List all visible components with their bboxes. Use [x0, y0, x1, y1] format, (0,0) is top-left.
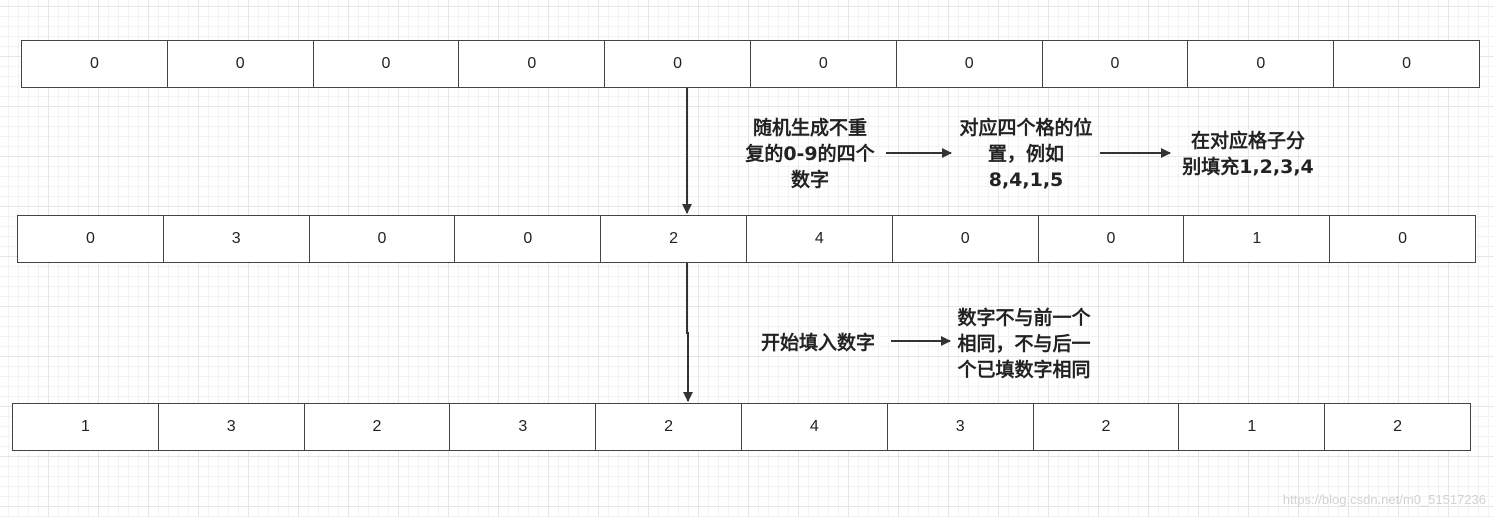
array-cell: 0	[89, 55, 99, 72]
array-cell: 0	[1041, 41, 1188, 87]
array-cell: 0	[1329, 216, 1475, 262]
array-cell: 1	[1183, 216, 1329, 262]
array-cell: 0	[749, 41, 896, 87]
array-cell: 0	[454, 216, 600, 262]
array-cell: 3	[162, 216, 309, 262]
label-line: 数字不与前一个	[957, 307, 1091, 329]
positions-array-row: 0 3 0 0 2 4 0 0 1 0	[17, 215, 1476, 263]
step-fill-cells-label: 在对应格子分 别填充1,2,3,4	[1170, 128, 1326, 180]
array-cell: 0	[85, 230, 95, 247]
array-cell: 2	[1032, 404, 1179, 450]
label-line: 随机生成不重	[752, 117, 867, 139]
initial-array-row: 0 0 0 0 0 0 0 0 0 0	[21, 40, 1480, 88]
array-cell: 0	[458, 41, 604, 87]
label-line: 开始填入数字	[760, 332, 875, 354]
label-line: 复的0-9的四个	[745, 143, 875, 165]
label-line: 相同，不与后一	[957, 333, 1091, 355]
array-cell: 0	[166, 41, 313, 87]
array-cell: 0	[1187, 41, 1333, 87]
step-generate-random-label: 随机生成不重 复的0-9的四个 数字	[735, 115, 885, 193]
step-map-positions-label: 对应四个格的位 置，例如 8,4,1,5	[945, 115, 1107, 193]
array-cell: 2	[600, 216, 746, 262]
array-cell: 0	[895, 41, 1042, 87]
watermark-text: https://blog.csdn.net/m0_51517236	[1282, 492, 1486, 507]
label-line: 置，例如	[987, 143, 1064, 165]
filled-array-row: 1 3 2 3 2 4 3 2 1 2	[12, 403, 1471, 451]
label-line: 8,4,1,5	[988, 169, 1064, 191]
array-cell: 2	[303, 404, 450, 450]
arrow-positions-to-filled	[683, 263, 693, 402]
label-line: 数字	[790, 169, 829, 191]
label-line: 别填充1,2,3,4	[1182, 156, 1314, 178]
array-cell: 2	[595, 404, 741, 450]
step-start-filling-label: 开始填入数字	[738, 330, 898, 356]
array-cell: 2	[1324, 404, 1470, 450]
array-cell: 0	[308, 216, 455, 262]
array-cell: 1	[80, 418, 90, 435]
array-cell: 3	[157, 404, 304, 450]
array-cell: 0	[604, 41, 750, 87]
array-cell: 4	[740, 404, 887, 450]
array-cell: 0	[1037, 216, 1184, 262]
label-line: 对应四个格的位	[959, 117, 1093, 139]
array-cell: 4	[745, 216, 892, 262]
array-cell: 0	[891, 216, 1038, 262]
array-cell: 3	[886, 404, 1033, 450]
label-line: 个已填数字相同	[957, 359, 1091, 381]
array-cell: 0	[1333, 41, 1479, 87]
label-line: 在对应格子分	[1190, 130, 1305, 152]
array-cell: 3	[449, 404, 595, 450]
step-rule-label: 数字不与前一个 相同，不与后一 个已填数字相同	[944, 305, 1104, 383]
array-cell: 0	[312, 41, 459, 87]
array-cell: 1	[1178, 404, 1324, 450]
